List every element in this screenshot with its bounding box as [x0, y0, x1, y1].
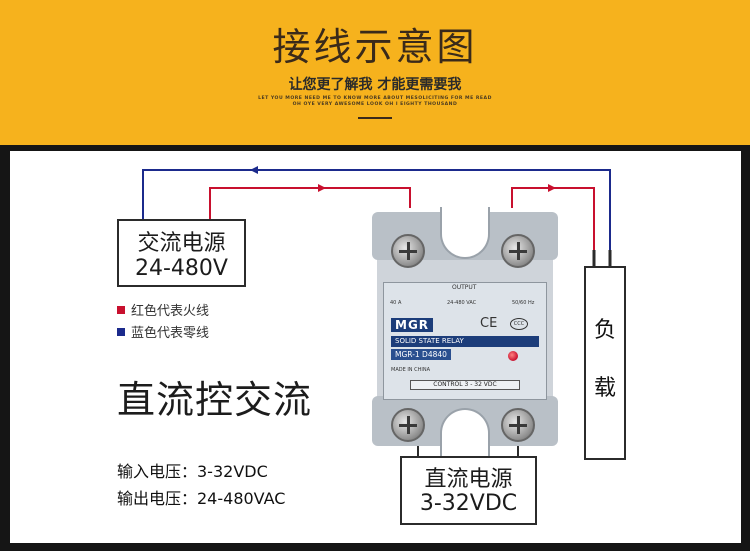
header-underline: [358, 117, 392, 119]
load-label-2: 载: [593, 376, 616, 401]
spec-input: 输入电压：3-32VDC: [117, 462, 268, 481]
relay-top-notch: [440, 207, 490, 259]
relay-control-label: CONTROL 3 - 32 VDC: [410, 380, 520, 390]
relay-output-label: OUTPUT: [452, 284, 477, 291]
live-wire-out-arrow: [548, 184, 556, 192]
dc-source-box: [400, 456, 537, 525]
screw-terminal-icon: [501, 408, 535, 442]
ac-source-box: [117, 219, 246, 287]
legend-blue: 蓝色代表零线: [117, 322, 209, 341]
main-title: 直流控交流: [117, 378, 313, 422]
tagline-1: LET YOU MORE NEED ME TO KNOW MORE ABOUT …: [258, 96, 492, 101]
relay-bottom-notch: [440, 408, 490, 456]
relay-type-label: SOLID STATE RELAY: [391, 336, 539, 347]
spec-output: 输出电压：24-480VAC: [117, 489, 286, 508]
screw-terminal-icon: [501, 234, 535, 268]
relay-made-in: MADE IN CHINA: [391, 367, 431, 373]
screw-terminal-icon: [391, 408, 425, 442]
neutral-wire-arrow: [250, 166, 258, 174]
led-indicator-icon: [508, 351, 518, 361]
load-label-1: 负: [593, 318, 616, 343]
live-wire-in-arrow: [318, 184, 326, 192]
legend-red-text: 红色代表火线: [131, 304, 210, 319]
relay-hz-label: 50/60 Hz: [512, 300, 535, 306]
red-square-icon: [117, 306, 125, 314]
tagline-2: OH OYE VERY AWESOME LOOK OH I EIGHTY THO…: [292, 102, 458, 107]
page-title: 接线示意图: [272, 25, 478, 69]
dc-source-label: 直流电源: [424, 467, 513, 492]
legend-red: 红色代表火线: [117, 300, 209, 319]
screw-terminal-icon: [391, 234, 425, 268]
dc-source-voltage: 3-32VDC: [419, 491, 518, 516]
relay-brand-logo: MGR: [391, 318, 434, 332]
blue-square-icon: [117, 328, 125, 336]
ac-source-voltage: 24-480V: [135, 256, 228, 281]
relay-model-label: MGR-1 D4840: [391, 349, 451, 360]
load-box: [584, 266, 626, 460]
relay-voltage-label: 24-480 VAC: [447, 300, 477, 306]
legend-blue-text: 蓝色代表零线: [131, 326, 210, 341]
live-wire-in: [209, 187, 411, 219]
ce-mark-icon: CE: [480, 316, 498, 331]
ac-source-label: 交流电源: [137, 231, 226, 256]
ccc-mark-icon: CCC: [510, 318, 528, 330]
neutral-wire: [142, 169, 611, 262]
relay-amp-label: 40 A: [390, 300, 402, 306]
page-subtitle: 让您更了解我 才能更需要我: [288, 77, 462, 93]
header-banner: [0, 0, 750, 145]
